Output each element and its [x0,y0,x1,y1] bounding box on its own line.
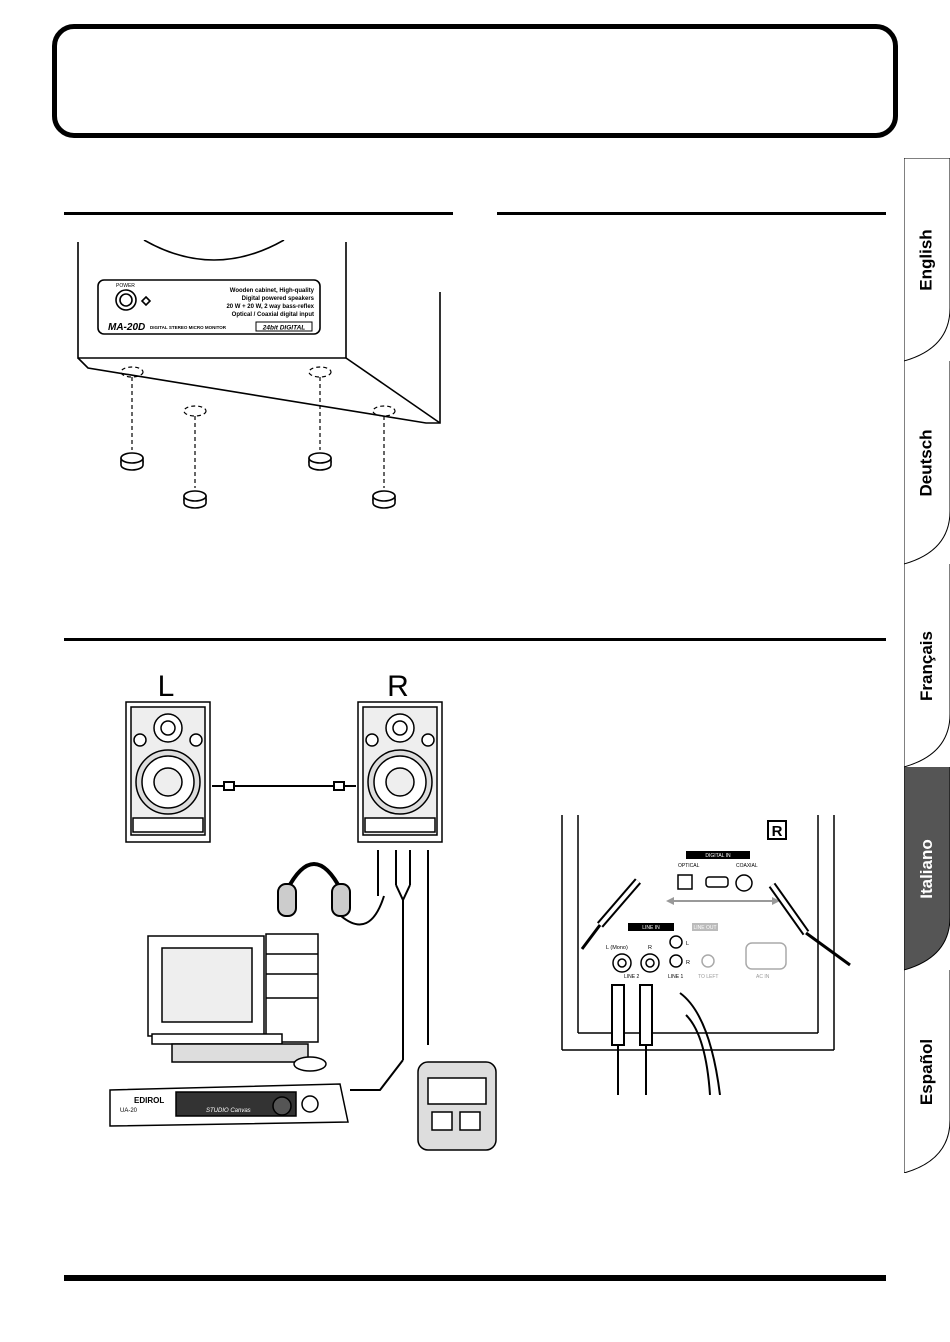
computer [147,933,327,1072]
cables [350,850,429,1091]
line-out-label: LINE OUT [693,925,716,931]
coaxial-label: COAXIAL [736,863,758,869]
rubber-feet [120,452,396,509]
line2-label: LINE 2 [624,974,640,980]
section-rule-feet [64,212,453,215]
tab-english-label: English [917,228,936,291]
rear-panel-illustration: R DIGITAL IN OPTICAL COAXIAL LINE IN LIN… [561,815,851,1095]
ac-in-label: AC IN [756,974,770,980]
left-speaker [125,701,211,843]
md-player [417,1061,497,1151]
desc-line-1: Wooden cabinet, High-quality [230,288,315,294]
audio-interface [109,1083,349,1127]
right-speaker [357,701,443,843]
bottom-rule [64,1275,886,1281]
interface-brand: EDIROL [134,1096,164,1105]
tab-deutsch-label: Deutsch [917,428,937,497]
section-rule-connection [64,638,886,641]
desc-line-3: 20 W + 20 W, 2 way bass-reflex [226,304,314,310]
speaker-label-text: POWER Wooden cabinet, High-quality Digit… [108,283,315,333]
line-in-label: LINE IN [642,925,660,931]
tab-francais-label: Français [917,630,936,701]
speaker-feet-illustration: POWER Wooden cabinet, High-quality Digit… [77,240,441,509]
r-rca-label: R [686,960,690,966]
line1-label: LINE 1 [668,974,684,980]
tab-espanol-label: Español [917,1038,936,1105]
interface-panel-label: STUDIO Canvas [206,1108,251,1114]
right-speaker-label: R [387,670,409,703]
connection-diagram: L R [109,670,497,1151]
l-mono-label: L (Mono) [606,945,628,951]
plug-cables [580,878,851,1095]
tab-deutsch[interactable]: Deutsch [904,361,950,564]
left-speaker-label: L [158,670,175,703]
model-sub: DIGITAL STEREO MICRO MONITOR [150,325,227,330]
headphones [277,862,385,926]
to-left-label: TO LEFT [698,974,718,980]
language-tabs: English Deutsch Français Italiano Españo… [904,158,950,1174]
tab-espanol[interactable]: Español [904,970,950,1173]
tab-english[interactable]: English [904,158,950,361]
r-label: R [648,945,652,951]
power-label: POWER [116,283,135,289]
rear-panel-badge: R [772,823,783,840]
l-rca-label: L [686,941,689,947]
tab-italiano-label: Italiano [917,838,937,899]
optical-label: OPTICAL [678,863,700,869]
interface-model: UA-20 [120,1108,138,1114]
digital-badge: 24bit DIGITAL [262,325,306,332]
tab-italiano[interactable]: Italiano [904,767,950,970]
tab-francais[interactable]: Français [904,564,950,767]
digital-in-label: DIGITAL IN [705,853,731,859]
section-rule-right [497,212,886,215]
desc-line-2: Digital powered speakers [242,296,315,302]
desc-line-4: Optical / Coaxial digital input [232,312,314,318]
title-box [52,24,898,138]
model-name: MA-20D [108,322,145,333]
speaker-link-cable [212,781,356,791]
